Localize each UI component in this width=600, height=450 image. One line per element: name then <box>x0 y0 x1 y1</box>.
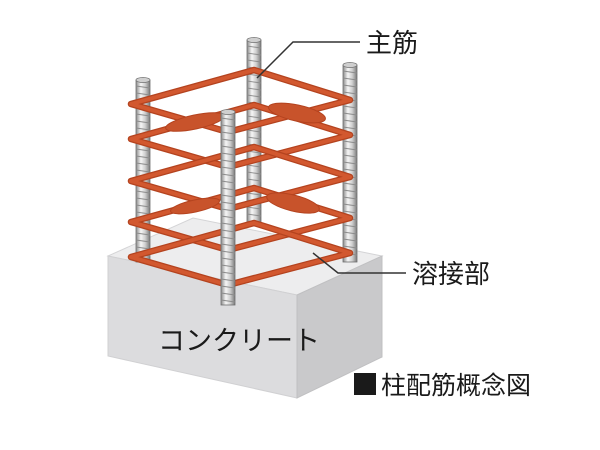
caption-square-icon <box>354 373 376 395</box>
leader-weld-joint <box>312 252 406 274</box>
weld-joint-3 <box>170 197 220 215</box>
hoop-tie-highlight-5 <box>129 221 352 287</box>
main-rebar-back <box>246 37 262 226</box>
main-rebar-right <box>342 62 358 263</box>
main-rebar-front <box>220 109 236 306</box>
concrete-right-face <box>296 255 383 399</box>
leader-lines <box>256 41 406 274</box>
concrete-label: コンクリート <box>158 326 320 357</box>
hoop-tie-3 <box>127 143 354 213</box>
weld-joint-label: 溶接部 <box>412 260 490 290</box>
weld-joints <box>165 102 326 215</box>
weld-joint-4 <box>266 192 320 214</box>
leader-main-rebar <box>256 41 360 79</box>
main-rebar-label: 主筋 <box>366 29 418 59</box>
hoop-tie-highlight-3 <box>129 145 352 211</box>
caption-title: 柱配筋概念図 <box>381 371 531 400</box>
main-rebars-front <box>220 109 236 306</box>
weld-joint-2 <box>268 102 326 124</box>
